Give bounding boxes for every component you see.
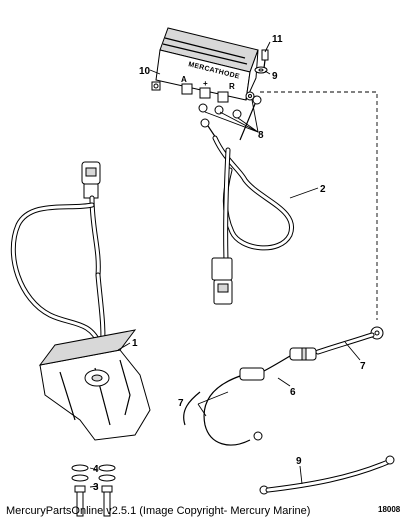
terminal-label-plus: +	[203, 79, 208, 88]
callout-10: 9	[272, 71, 278, 82]
terminal-nuts	[198, 91, 255, 119]
callout-1: 1	[132, 338, 138, 349]
callout-11: 11	[272, 34, 283, 45]
image-copyright-caption: MercuryPartsOnline v2.5.1 (Image Copyrig…	[6, 505, 311, 517]
wiring-harness-part-2	[211, 135, 295, 305]
callout-9: 9	[296, 456, 302, 467]
callout-5: 10	[139, 66, 151, 77]
terminal-label-a: A	[181, 75, 187, 84]
mercathode-controller-module: MERCATHODE A + R	[151, 27, 259, 103]
callout-3: 3	[93, 482, 99, 493]
callout-8: 8	[258, 130, 264, 141]
callouts: 10 11 9 8 2 1 7 6 7 9 4 3	[89, 34, 366, 493]
mounting-screws-washers	[71, 464, 116, 517]
callout-7-lower: 7	[178, 398, 184, 409]
electrode-assembly-part-1	[10, 161, 151, 441]
callout-7-upper: 7	[360, 361, 366, 372]
screw-and-washer	[254, 49, 269, 74]
terminal-label-r: R	[229, 82, 235, 91]
reference-wire-assembly	[183, 326, 395, 495]
callout-6: 6	[290, 387, 296, 398]
callout-4: 4	[93, 464, 99, 475]
drawing-number: 18008	[378, 505, 400, 514]
callout-2: 2	[320, 184, 326, 195]
